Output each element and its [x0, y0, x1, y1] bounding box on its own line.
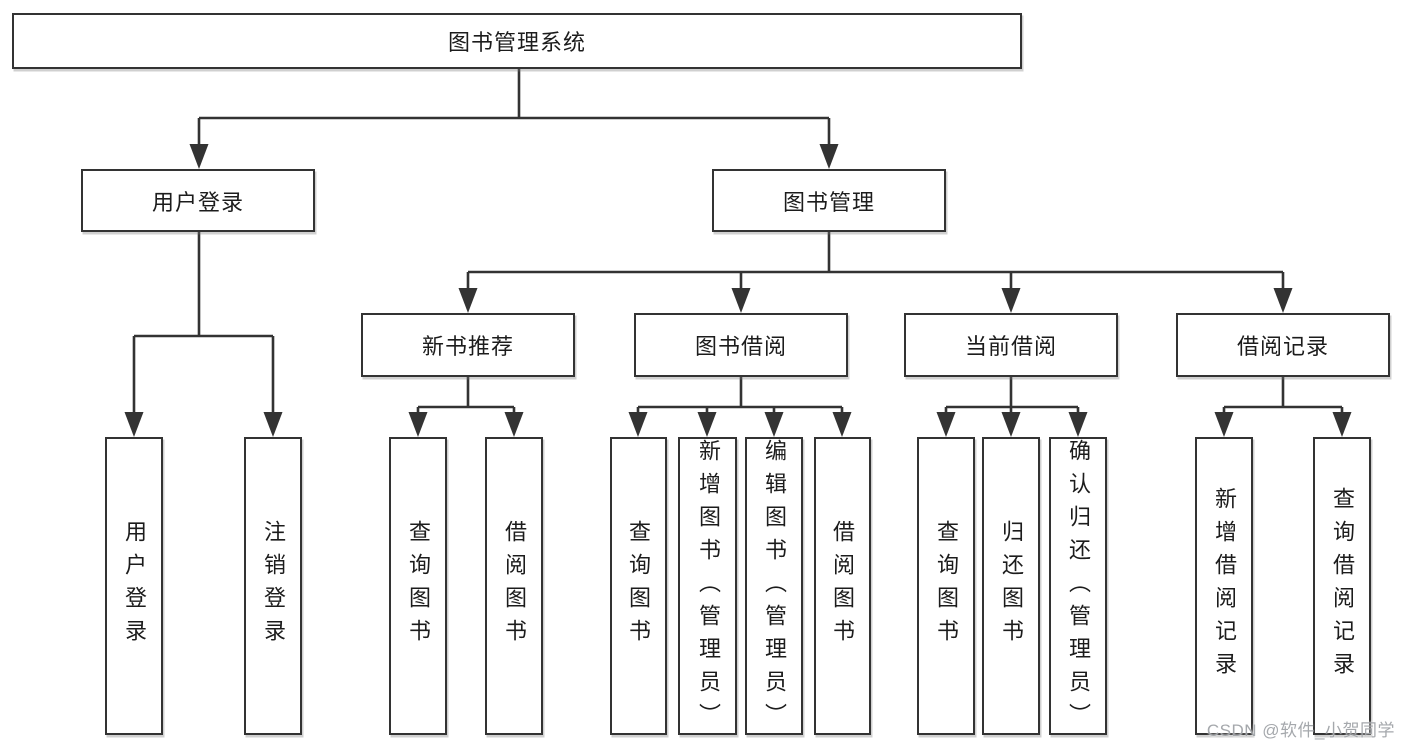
leaf-logout-login: 注销登录	[244, 437, 302, 735]
leaf-borrow-add-books-admin: 新增图书（管理员）	[678, 437, 737, 736]
edge-root-to-level2	[197, 68, 831, 146]
leaf-records-add-borrow-record: 新增借阅记录	[1195, 437, 1253, 735]
arrowheads-leaf-row	[408, 412, 1352, 437]
node-book-management: 图书管理	[712, 169, 946, 232]
leaf-borrow-borrow-books: 借阅图书	[814, 437, 871, 735]
leaf-newbook-borrow-books: 借阅图书	[485, 437, 543, 735]
leaf-records-query-borrow-record: 查询借阅记录	[1313, 437, 1371, 735]
node-library-system: 图书管理系统	[12, 13, 1022, 69]
edge-userlogin-to-leaves	[132, 232, 275, 413]
leaf-current-query-books: 查询图书	[917, 437, 975, 735]
node-borrow-records: 借阅记录	[1176, 313, 1390, 377]
edge-bookmgmt-to-level3	[466, 232, 1285, 289]
edge-newbook-to-leaves	[416, 377, 516, 413]
node-user-login: 用户登录	[81, 169, 315, 232]
edge-bookborrow-to-leaves	[636, 377, 844, 413]
edge-records-to-leaves	[1222, 377, 1344, 413]
node-new-book-recommend: 新书推荐	[361, 313, 575, 377]
csdn-watermark: CSDN @软件_小贺同学	[1206, 721, 1395, 740]
arrowheads-level2	[189, 144, 839, 169]
leaf-borrow-query-books: 查询图书	[610, 437, 667, 735]
node-current-borrow: 当前借阅	[904, 313, 1118, 377]
edge-currentborrow-to-leaves	[944, 377, 1080, 413]
arrowheads-level3	[458, 288, 1293, 313]
arrowheads-userlogin-leaves	[124, 412, 283, 437]
leaf-current-confirm-return-admin: 确认归还（管理员）	[1049, 437, 1107, 736]
leaf-newbook-query-books: 查询图书	[389, 437, 447, 735]
leaf-current-return-books: 归还图书	[982, 437, 1040, 735]
leaf-user-login: 用户登录	[105, 437, 163, 735]
leaf-borrow-edit-books-admin: 编辑图书（管理员）	[745, 437, 803, 736]
node-book-borrow: 图书借阅	[634, 313, 848, 377]
